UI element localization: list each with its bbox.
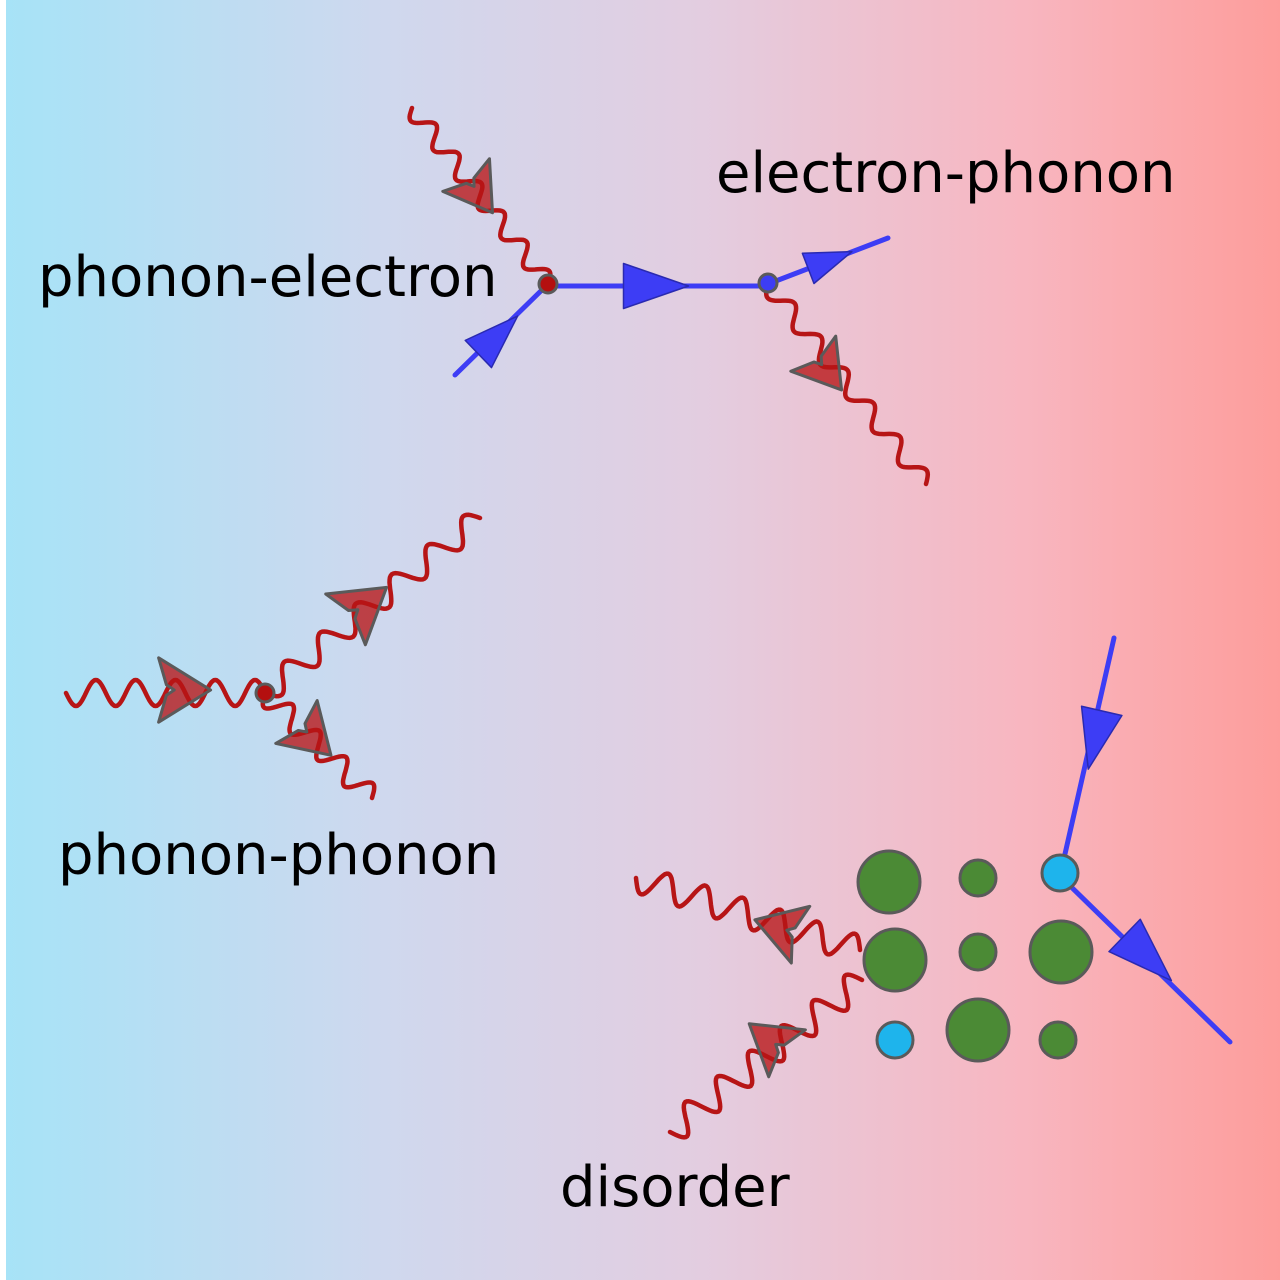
lower-branch-phonon-arrow [274,699,333,757]
electron-direction-markers [464,250,1173,982]
lattice-atom [958,932,998,972]
upper-branch-phonon-arrow [324,585,389,647]
electron-phonon-vertex [757,272,779,294]
phonon-electron-label: phonon-electron [38,245,498,310]
lattice-atom [862,927,928,993]
emitted-phonon-wave [763,281,931,487]
phonon-phonon-label: phonon-phonon [58,823,500,888]
disorder-outgoing-electron-arrow [1108,918,1173,982]
emitted-phonon-arrow [789,334,844,392]
propagator-electron-arrow [622,262,690,310]
incident-phonon-arrow [157,656,213,724]
defect-site [875,1020,915,1060]
disorder-incoming-electron-arrow [1080,705,1123,770]
phonon-phonon-vertex [254,682,276,704]
disorder-upper-phonon-wave [633,871,863,957]
electron-scattering-site [1040,853,1080,893]
disorder-label: disorder [560,1155,790,1220]
lattice-atom [1028,919,1094,985]
electron-lines [452,235,1233,1045]
absorbed-phonon-arrow [441,157,495,215]
lattice-atom [958,858,998,898]
electron-phonon-label: electron-phonon [716,141,1176,206]
lattice-atom [945,997,1011,1063]
interaction-vertices [254,272,779,704]
disorder-lower-phonon-arrow [747,1022,807,1079]
phonon-direction-markers [157,157,844,1079]
disorder-upper-phonon-arrow [753,904,812,965]
incoming-electron-arrow [464,315,519,369]
phonon-electron-vertex [537,273,559,295]
lattice-atom [1038,1020,1078,1060]
outgoing-electron-arrow [801,250,853,285]
incident-phonon-wave [63,677,268,709]
disorder-lattice [856,849,1094,1063]
lattice-atom [856,849,922,915]
